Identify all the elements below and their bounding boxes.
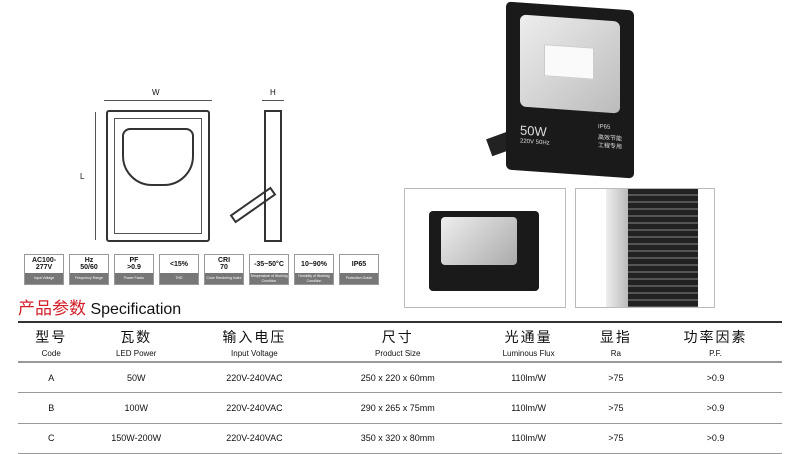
humidity-icon: 10~90% Humidity of Working Condition <box>294 254 334 285</box>
table-cell: >75 <box>582 423 650 454</box>
table-cell: 50W <box>84 362 188 393</box>
table-cell: A <box>18 362 85 393</box>
product-photo-main: 50W 220V 50Hz IP65 高效节能 工程专用 <box>486 1 638 179</box>
header-en: P.F. <box>709 349 722 358</box>
temperature-icon: -35~50°C Temperature of Working Condition <box>249 254 289 285</box>
header-en: Luminous Flux <box>502 349 555 358</box>
section-title: 产品参数 Specification <box>18 294 181 319</box>
icon-value: AC100-277V <box>31 257 57 271</box>
icon-caption: Power Factor <box>115 273 153 284</box>
header-en: LED Power <box>115 349 157 358</box>
width-label: W <box>152 88 160 97</box>
table-cell: 110lm/W <box>474 423 583 454</box>
table-cell: B <box>18 392 85 424</box>
voltage-label: 220V 50Hz <box>520 138 550 147</box>
power-label: 50W <box>520 122 547 140</box>
table-cell: >0.9 <box>649 423 782 454</box>
header-en: Product Size <box>375 349 421 358</box>
table-cell: 110lm/W <box>474 362 583 393</box>
column-header: 光通量 Luminous Flux <box>474 321 583 363</box>
spec-table: 型号 Code 瓦数 LED Power 输入电压 Input Voltage 尺寸 Prod… <box>18 321 782 454</box>
header-cn: 瓦数 <box>120 329 153 345</box>
header-en: Input Voltage <box>231 349 278 358</box>
table-cell: 100W <box>84 392 188 424</box>
header-cn: 尺寸 <box>381 329 414 345</box>
icon-caption: Humidity of Working Condition <box>295 273 333 284</box>
front-view <box>106 110 210 242</box>
header-cn: 显指 <box>599 329 632 345</box>
table-cell: C <box>18 423 85 454</box>
header-cn: 光通量 <box>504 329 553 345</box>
side-view <box>264 110 282 242</box>
column-header: 瓦数 LED Power <box>84 321 188 363</box>
column-header: 功率因素 P.F. <box>649 321 782 363</box>
header-cn: 输入电压 <box>222 329 287 345</box>
table-cell: 150W-200W <box>84 423 188 454</box>
icon-caption: Input Voltage <box>25 273 63 284</box>
height-dimension-line <box>262 100 284 101</box>
icon-caption: Protection Grade <box>340 273 378 284</box>
product-photo-front <box>404 188 566 308</box>
column-header: 显指 Ra <box>582 321 650 363</box>
icon-caption: Color Rendering Index <box>205 273 243 284</box>
section-title-cn: 产品参数 <box>18 299 86 318</box>
icon-value: Hz 50/60 <box>80 257 98 271</box>
header-en: Code <box>41 349 61 358</box>
cn-label-2: 工程专用 <box>598 142 623 151</box>
icon-caption: Frequency Range <box>70 273 108 284</box>
icon-value: 10~90% <box>301 260 327 268</box>
column-header: 型号 Code <box>18 321 85 363</box>
icon-caption: THD <box>160 273 198 284</box>
table-cell: 250 x 220 x 60mm <box>320 362 475 393</box>
header-en: Ra <box>610 349 621 358</box>
table-cell: 220V-240VAC <box>187 423 321 454</box>
icon-value: -35~50°C <box>254 260 284 268</box>
table-cell: 350 x 320 x 80mm <box>320 423 475 454</box>
column-header: 输入电压 Input Voltage <box>187 321 321 363</box>
product-photo-side <box>575 188 715 308</box>
table-cell: >0.9 <box>649 362 782 393</box>
column-header: 尺寸 Product Size <box>320 321 475 363</box>
table-cell: 290 x 265 x 75mm <box>320 392 475 424</box>
width-dimension-line <box>104 100 212 101</box>
height-label: H <box>270 88 276 97</box>
section-title-en: Specification <box>90 301 182 318</box>
header-cn: 型号 <box>35 329 68 345</box>
length-label: L <box>80 172 85 181</box>
table-cell: 220V-240VAC <box>187 392 321 424</box>
length-dimension-line <box>95 112 96 240</box>
table-cell: >75 <box>582 392 650 424</box>
table-cell: >0.9 <box>649 392 782 424</box>
table-cell: 110lm/W <box>474 392 583 424</box>
thd-icon: <15% THD <box>159 254 199 285</box>
icon-value: IP65 <box>351 260 367 268</box>
header-cn: 功率因素 <box>683 329 748 345</box>
icon-value: PF >0.9 <box>127 257 141 271</box>
ip-label: IP65 <box>598 123 611 131</box>
icon-caption: Temperature of Working Condition <box>250 273 288 284</box>
table-cell: 220V-240VAC <box>187 362 321 393</box>
input-voltage-icon: AC100-277V Input Voltage <box>24 254 64 285</box>
icon-value: CRI 70 <box>217 257 231 271</box>
table-cell: >75 <box>582 362 650 393</box>
cri-icon: CRI 70 Color Rendering Index <box>204 254 244 285</box>
icon-value: <15% <box>169 260 189 268</box>
